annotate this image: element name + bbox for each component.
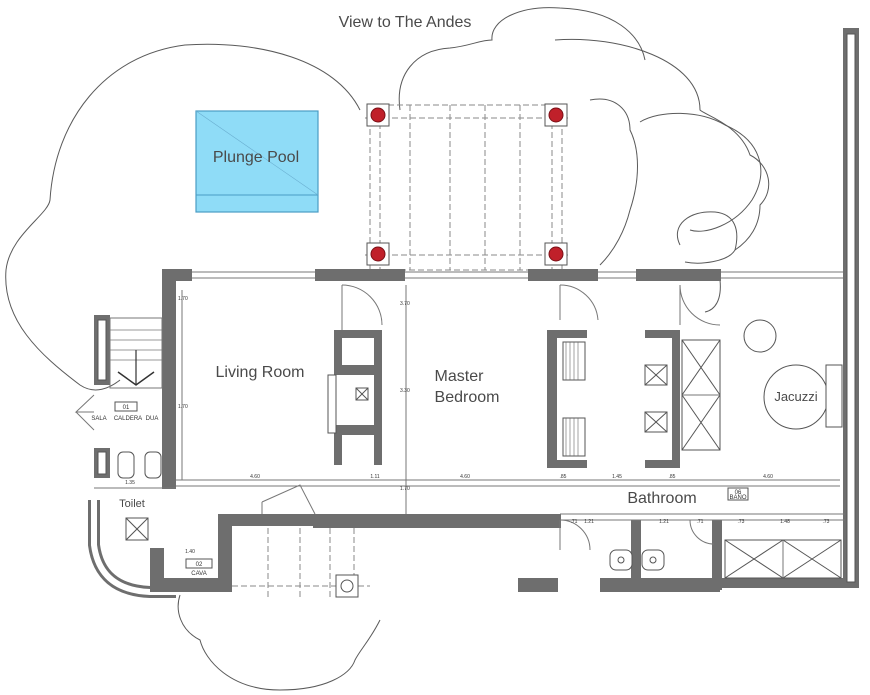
wc-1 [117, 451, 135, 479]
cava-tag [185, 558, 213, 569]
dim-living-width: 4.60 [250, 474, 260, 480]
pool-diagonal [195, 110, 319, 196]
dim-v4: 1.70 [178, 404, 188, 410]
tree-outline-right-lower [677, 211, 738, 264]
view-to-andes-label: View to The Andes [339, 14, 472, 31]
service-wing: 01 SALA CALDERA DUA 1.35 Toilet 1.40 02 … [74, 315, 232, 598]
column-bottom [335, 574, 359, 598]
dim-v3: 3.30 [400, 388, 410, 394]
dim-cava-w: 1.40 [185, 549, 195, 555]
column-mid-right [544, 242, 568, 266]
dim-bath-a: 1.45 [612, 474, 622, 480]
dim-jacuzzi-width: 4.60 [763, 474, 773, 480]
walk-in-closet: .85 1.45 .85 [547, 284, 721, 480]
tag-caldera: CALDERA [114, 416, 142, 422]
tree-outline-right-upper [554, 38, 770, 251]
tag-01: 01 [123, 405, 130, 411]
exterior-walls [162, 28, 859, 592]
tag-dua: DUA [146, 416, 159, 422]
dim-v2: 3.70 [400, 301, 410, 307]
dim-master-width: 4.60 [460, 474, 470, 480]
dim-b4: .71 [571, 519, 578, 525]
column-top-right [544, 103, 568, 127]
tag-sala: SALA [91, 416, 106, 422]
master-bedroom-label-line1: Master [435, 368, 485, 385]
tree-outline-inner [589, 98, 638, 266]
toilet-label: Toilet [119, 498, 145, 510]
master-bedroom-label-line2: Bedroom [435, 389, 500, 406]
bathroom: Bathroom 06 BAÑO 1.21 1.21 .71 .71 .73 1… [559, 487, 845, 579]
dim-v1: 1.70 [178, 296, 188, 302]
bano-tag [727, 487, 749, 501]
tag-06: 06 [735, 490, 742, 496]
tree-outline-top-center [398, 7, 646, 111]
round-planter [743, 319, 777, 353]
dim-gap-1: 1.11 [370, 474, 380, 480]
dim-gap-3: .85 [669, 474, 676, 480]
tree-canopy-outlines [5, 7, 770, 691]
dim-b2: 1.21 [659, 519, 669, 525]
pergola-frame [369, 104, 563, 271]
plunge-pool: Plunge Pool [195, 110, 319, 213]
tree-outline-bottom-right [704, 279, 721, 313]
living-room: Living Room 4.60 1.70 1.70 [176, 290, 840, 487]
living-room-label: Living Room [216, 364, 305, 381]
jacuzzi-area: Jacuzzi 4.60 [743, 319, 843, 480]
master-bedroom: Master Bedroom 4.60 3.70 3.30 1.70 [400, 284, 599, 514]
tag-bano: BAÑO [729, 494, 746, 501]
tree-outline-bottom-left [177, 594, 381, 691]
dim-b6: 1.48 [780, 519, 790, 525]
dim-b5: .73 [738, 519, 745, 525]
jacuzzi-label: Jacuzzi [774, 389, 817, 404]
tree-outline-left [5, 43, 361, 391]
wc-2 [144, 451, 162, 479]
dim-toilet-w: 1.35 [125, 480, 135, 486]
dim-b7: .73 [823, 519, 830, 525]
plunge-pool-label: Plunge Pool [213, 149, 299, 166]
central-closet: 1.11 [327, 284, 383, 480]
bathroom-label: Bathroom [627, 490, 696, 507]
toilet-fixture [641, 549, 665, 571]
tag-cava: CAVA [191, 571, 206, 577]
tree-outline-right-mid [639, 112, 762, 232]
dim-v5: 1.70 [400, 486, 410, 492]
column-top-left [366, 103, 390, 127]
dim-b3: .71 [697, 519, 704, 525]
pergola-top [365, 103, 568, 271]
column-mid-left [366, 242, 390, 266]
pergola-bottom [232, 484, 370, 600]
sala-tag [114, 401, 138, 412]
dim-b1: 1.21 [584, 519, 594, 525]
tag-02: 02 [196, 562, 203, 568]
bidet [609, 549, 633, 571]
dim-gap-2: .85 [560, 474, 567, 480]
